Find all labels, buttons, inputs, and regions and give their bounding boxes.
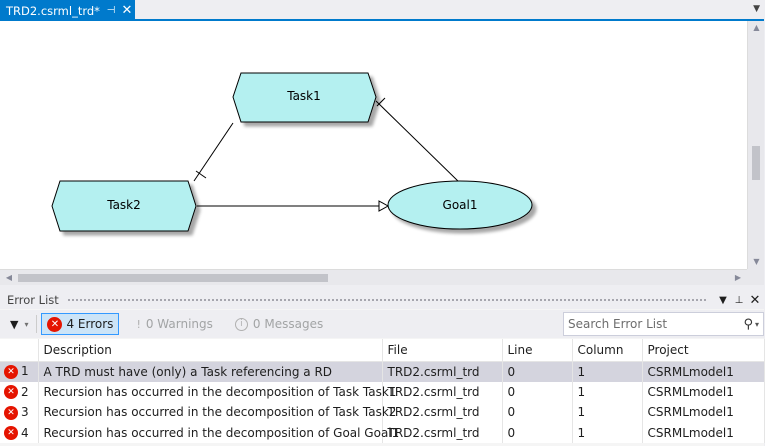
scroll-up-icon[interactable]: ▲ — [753, 23, 760, 32]
warning-icon: ! — [136, 317, 141, 331]
row-icon-cell: ✕3 — [0, 402, 39, 423]
error-icon: ✕ — [4, 426, 18, 440]
goal1-shape[interactable] — [387, 180, 533, 230]
task2-label: Task2 — [107, 198, 141, 212]
document-tab-title: TRD2.csrml_trd* — [6, 3, 100, 18]
filter-dropdown-icon[interactable]: ▾ — [24, 319, 29, 329]
close-icon[interactable]: ✕ — [121, 3, 133, 18]
goal1-label: Goal1 — [442, 198, 478, 212]
row-file: TRD2.csrml_trd — [382, 422, 503, 443]
vertical-scroll-thumb[interactable] — [752, 146, 760, 180]
pin-icon[interactable]: ⊣ — [106, 5, 116, 16]
filter-icon[interactable]: ▼ — [10, 317, 19, 331]
row-line: 0 — [502, 381, 573, 402]
error-icon: ✕ — [4, 364, 18, 379]
window-position-dropdown-icon[interactable]: ▼ — [719, 294, 727, 306]
search-input[interactable] — [568, 317, 744, 331]
errors-filter-button[interactable]: ✕ 4 Errors — [41, 313, 120, 335]
arrowhead — [378, 200, 390, 212]
row-icon-cell: ✕4 — [0, 422, 39, 443]
pin-icon[interactable]: ⊥ — [734, 294, 744, 306]
toolbar-separator — [36, 315, 38, 333]
task2-shape[interactable] — [51, 180, 197, 232]
link-task1-task2[interactable] — [193, 122, 234, 182]
search-error-list[interactable]: ⚲ ▾ — [563, 312, 764, 336]
row-description: Recursion has occurred in the decomposit… — [38, 381, 396, 402]
scroll-down-icon[interactable]: ▼ — [753, 257, 760, 266]
row-project: CSRMLmodel1 — [642, 361, 765, 382]
row-line: 0 — [502, 361, 573, 382]
close-icon[interactable]: ✕ — [749, 292, 761, 308]
row-file: TRD2.csrml_trd — [382, 402, 503, 423]
document-tab-strip: TRD2.csrml_trd* ⊣ ✕ ▼ — [0, 0, 764, 21]
diagram-canvas[interactable]: Task1 Task2 Goal1 ▲ ▼ ◀ ▶ — [0, 21, 764, 285]
info-icon: i — [234, 317, 248, 331]
warnings-filter-label: 0 Warnings — [145, 317, 213, 331]
column-header-icon[interactable] — [0, 339, 39, 362]
row-project: CSRMLmodel1 — [642, 381, 765, 402]
tab-list-dropdown-icon[interactable]: ▼ — [753, 4, 760, 14]
row-number: 4 — [21, 425, 29, 440]
error-list-title-bar[interactable]: Error List ▼ ⊥ ✕ — [0, 291, 764, 309]
error-table: Description File Line Column Project ✕1 … — [0, 339, 765, 443]
document-tab[interactable]: TRD2.csrml_trd* ⊣ ✕ — [0, 0, 135, 21]
search-options-dropdown-icon[interactable]: ▾ — [754, 319, 759, 329]
column-header-description[interactable]: Description — [38, 339, 383, 362]
messages-filter-button[interactable]: i 0 Messages — [230, 313, 328, 335]
column-header-line[interactable]: Line — [502, 339, 573, 362]
title-grip — [66, 297, 708, 303]
scroll-right-icon[interactable]: ▶ — [734, 273, 742, 282]
error-icon: ✕ — [4, 405, 18, 420]
row-number: 2 — [21, 384, 29, 399]
row-file: TRD2.csrml_trd — [382, 361, 503, 382]
table-header-row: Description File Line Column Project — [0, 339, 765, 362]
row-number: 3 — [21, 405, 29, 419]
column-header-project[interactable]: Project — [642, 339, 765, 362]
row-line: 0 — [502, 422, 573, 443]
error-icon: ✕ — [47, 316, 63, 332]
horizontal-scrollbar[interactable]: ◀ ▶ — [0, 269, 747, 285]
error-list-title: Error List — [7, 293, 59, 307]
row-project: CSRMLmodel1 — [642, 422, 765, 443]
row-description: A TRD must have (only) a Task referencin… — [38, 361, 383, 382]
row-icon-cell: ✕1 — [0, 361, 39, 382]
row-description: Recursion has occurred in the decomposit… — [38, 422, 399, 443]
link-task1-goal1[interactable] — [375, 100, 461, 184]
column-header-file[interactable]: File — [382, 339, 503, 362]
diagram-drawing — [51, 72, 533, 232]
row-icon-cell: ✕2 — [0, 381, 39, 402]
error-list-toolbar: ▼ ▾ ✕ 4 Errors ! 0 Warnings i 0 Messages… — [0, 310, 764, 338]
messages-filter-label: 0 Messages — [252, 317, 324, 331]
scrollbar-corner — [747, 269, 764, 285]
search-icon[interactable]: ⚲ — [743, 316, 753, 332]
horizontal-scroll-thumb[interactable] — [18, 274, 328, 282]
link-task1-task2-tick — [195, 170, 207, 179]
row-line: 0 — [502, 402, 573, 423]
warnings-filter-button[interactable]: ! 0 Warnings — [131, 313, 217, 335]
row-number: 1 — [21, 364, 29, 379]
table-row[interactable]: ✕1 A TRD must have (only) a Task referen… — [0, 361, 765, 382]
table-row[interactable]: ✕4 Recursion has occurred in the decompo… — [0, 422, 765, 443]
row-column: 1 — [572, 381, 643, 402]
row-column: 1 — [572, 422, 643, 443]
table-row[interactable]: ✕2 Recursion has occurred in the decompo… — [0, 381, 765, 402]
error-list-window: Error List ▼ ⊥ ✕ ▼ ▾ ✕ 4 Errors ! 0 Warn… — [0, 291, 765, 446]
row-column: 1 — [572, 361, 643, 382]
link-task1-goal1-tick — [376, 97, 386, 107]
error-icon: ✕ — [4, 385, 18, 399]
scroll-left-icon[interactable]: ◀ — [5, 273, 13, 282]
row-file: TRD2.csrml_trd — [382, 381, 503, 402]
errors-filter-label: 4 Errors — [66, 317, 114, 331]
task1-label: Task1 — [287, 89, 321, 103]
table-row[interactable]: ✕3 Recursion has occurred in the decompo… — [0, 402, 765, 423]
row-description: Recursion has occurred in the decomposit… — [38, 402, 396, 423]
row-project: CSRMLmodel1 — [642, 402, 765, 423]
task1-shape[interactable] — [232, 72, 377, 123]
column-header-column[interactable]: Column — [572, 339, 643, 362]
vertical-scrollbar[interactable]: ▲ ▼ — [747, 21, 764, 269]
row-column: 1 — [572, 402, 643, 423]
